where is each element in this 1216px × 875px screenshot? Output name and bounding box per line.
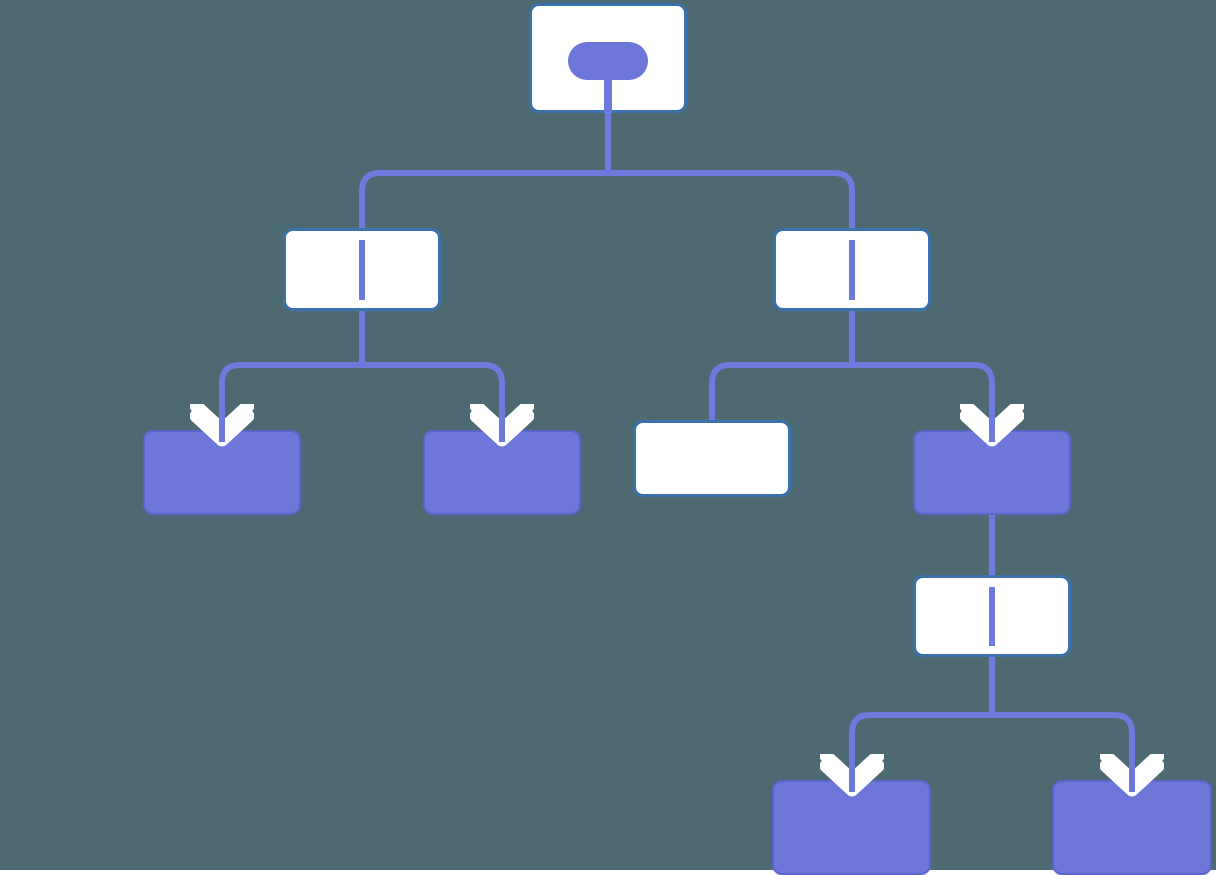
root-inner-stem: [604, 80, 612, 113]
node-l2-right-inner-line: [849, 240, 855, 300]
node-l3-d[interactable]: [913, 430, 1071, 515]
root-inner-pill: [568, 42, 648, 80]
edge-root-l2right: [608, 170, 855, 228]
node-l3-c[interactable]: [633, 420, 791, 497]
edge-l2right-l3d: [852, 362, 995, 430]
node-root[interactable]: [529, 3, 687, 113]
node-l2-left[interactable]: [283, 228, 441, 311]
edge-l4-l5a: [849, 712, 992, 782]
node-l4-inner-line: [989, 587, 995, 646]
edge-l4-l5b: [992, 712, 1135, 782]
edge-l2right-l3c: [709, 362, 852, 420]
edge-l2left-l3a: [219, 362, 362, 430]
node-l2-left-inner-line: [359, 240, 365, 300]
node-l4[interactable]: [913, 575, 1071, 657]
node-l2-right[interactable]: [773, 228, 931, 311]
edge-l2left-l3b: [362, 362, 505, 430]
node-l5-a[interactable]: [772, 780, 931, 875]
edge-root-l2left: [359, 170, 608, 228]
